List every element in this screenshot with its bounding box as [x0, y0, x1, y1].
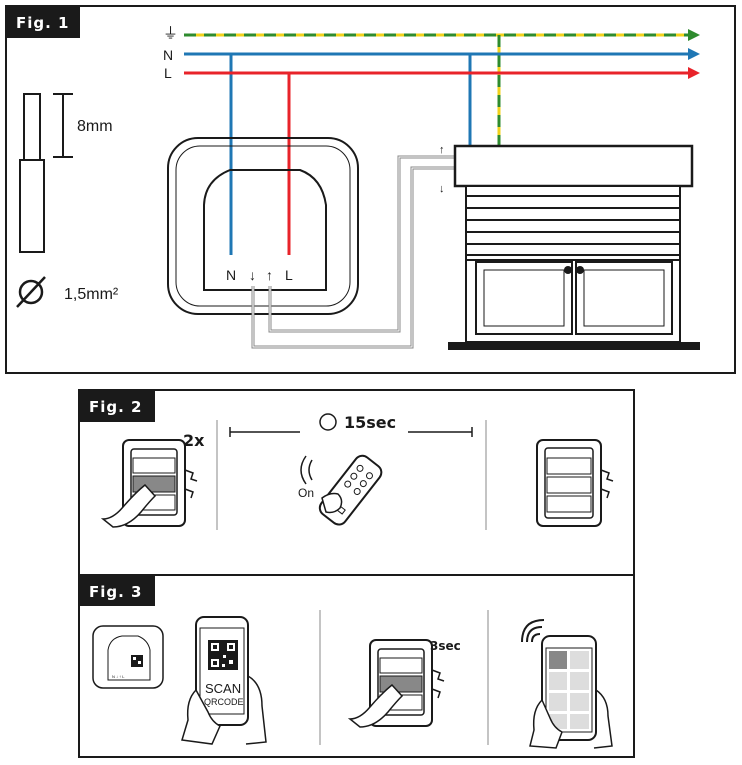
control-wires [251, 155, 455, 349]
remote-control [300, 454, 383, 526]
wall-switch-press [100, 439, 198, 528]
fig3-tag-bg [79, 576, 155, 606]
module-terminal-text: N ↓ ↑ L [112, 674, 125, 679]
terminal-n: N [226, 267, 236, 283]
motor-up-arrow: ↑ [439, 144, 445, 156]
fig3-tag: Fig. 3 [89, 583, 142, 601]
fig1-panel: Fig. 1 ⏚ N L [5, 5, 736, 374]
live-wire [184, 67, 700, 255]
scan-label: SCAN [205, 681, 241, 696]
neutral-wire [184, 48, 700, 255]
phone-app [521, 619, 613, 749]
fig1-tag: Fig. 1 [16, 14, 69, 32]
wire-strip-illustration [19, 93, 73, 253]
module-with-qr [92, 625, 164, 689]
fig1-tag-bg [6, 6, 80, 38]
wall-switch-hold [347, 639, 445, 728]
diameter-icon [16, 276, 46, 308]
wifi-icon [521, 619, 545, 643]
terminal-l: L [285, 267, 293, 283]
remote-on-label: On [298, 486, 314, 500]
roller-shutter [453, 144, 694, 261]
strip-length-label: 8mm [77, 118, 113, 135]
fig3-panel: Fig. 3 N ↓ ↑ L [78, 574, 635, 758]
press-count: 2x [183, 431, 205, 450]
timer-label: 15sec [344, 413, 396, 432]
hold-time: 3sec [430, 639, 461, 653]
motor-down-arrow: ↓ [439, 183, 445, 195]
terminal-up: ↑ [266, 267, 273, 283]
fig2-panel: Fig. 2 2x 15sec [78, 389, 635, 576]
terminal-down: ↓ [249, 267, 256, 283]
earth-wire [184, 29, 700, 146]
clock-icon [319, 413, 337, 431]
window-frame [448, 259, 700, 350]
wall-switch-paired [536, 439, 614, 527]
qr-code-icon [208, 640, 238, 670]
neutral-label: N [163, 47, 173, 63]
ground-symbol: ⏚ [163, 25, 178, 42]
cross-section-label: 1,5mm² [64, 286, 119, 303]
fig2-tag-bg [79, 390, 155, 422]
switch-module [167, 137, 359, 315]
timer-bar [229, 412, 473, 440]
phone-scan [181, 616, 267, 745]
fig2-tag: Fig. 2 [89, 398, 142, 416]
live-label: L [164, 65, 172, 81]
qrcode-label: QRCODE [204, 697, 244, 707]
